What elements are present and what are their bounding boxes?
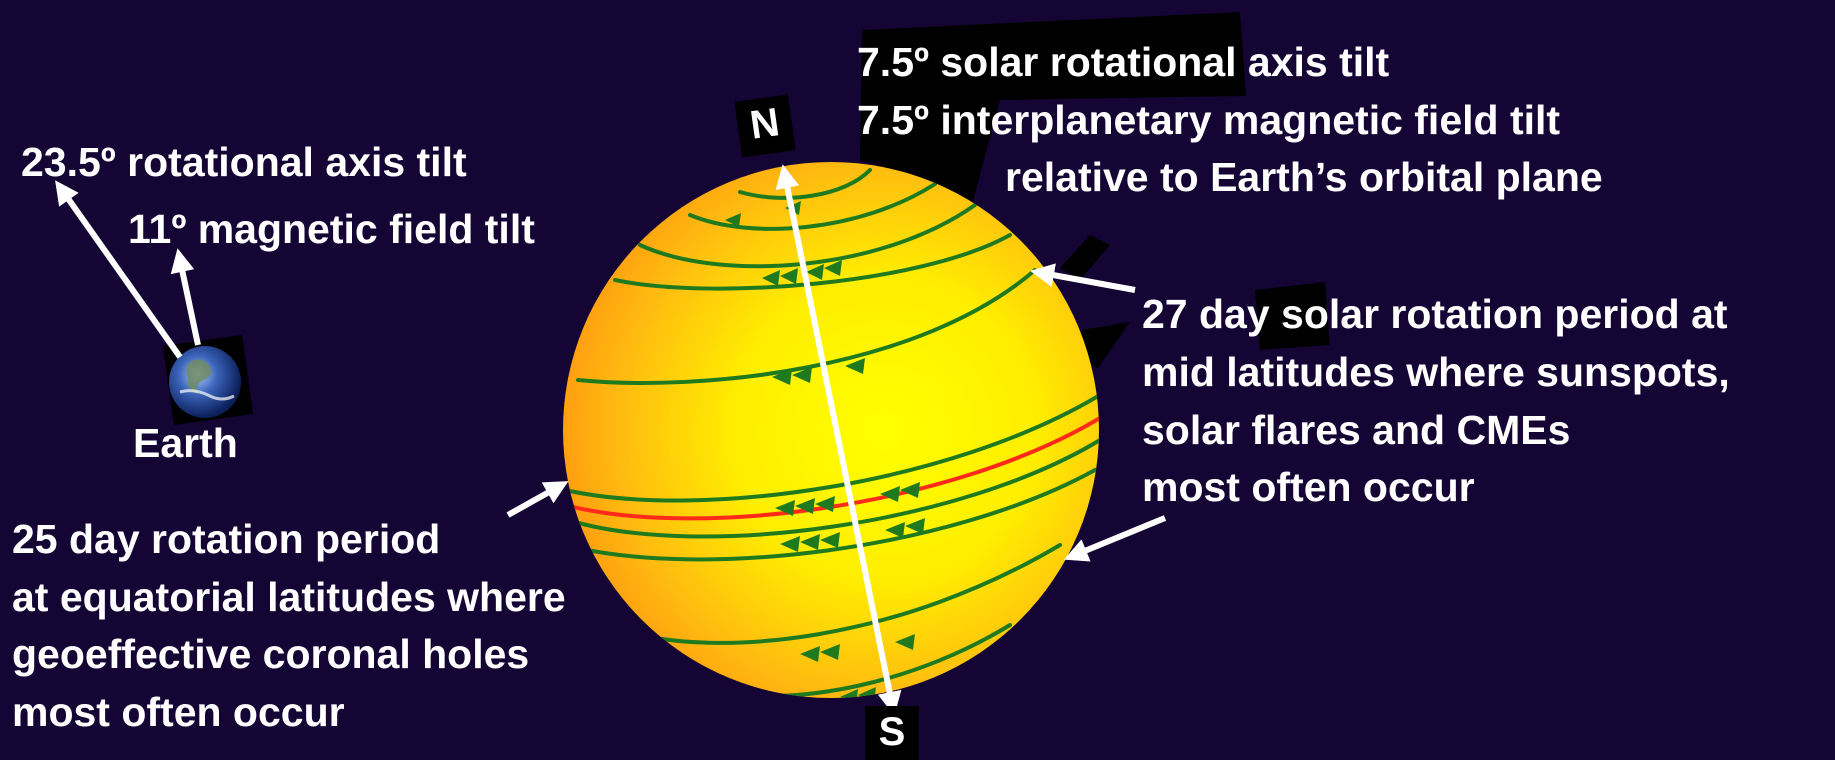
equatorial-note-line3: geoeffective coronal holes	[12, 631, 530, 677]
imf-tilt-relative-label: relative to Earth’s orbital plane	[1005, 154, 1603, 200]
equatorial-note-line2: at equatorial latitudes where	[12, 574, 566, 620]
midlat-label-backdrop	[1060, 235, 1110, 280]
midlat-callout-arrow-top	[1030, 263, 1136, 293]
equatorial-note-line1: 25 day rotation period	[12, 516, 441, 562]
midlat-callout-arrow-bottom	[1063, 515, 1167, 562]
earth-label: Earth	[133, 420, 238, 466]
earth-magnetic-axis-arrow	[170, 248, 201, 346]
imf-tilt-label: 7.5º interplanetary magnetic field tilt	[857, 97, 1561, 143]
solar-axis-tilt-label: 7.5º solar rotational axis tilt	[857, 39, 1390, 85]
earth-magnetic-tilt-label: 11º magnetic field tilt	[128, 206, 535, 252]
midlat-note-line2: mid latitudes where sunspots,	[1142, 349, 1730, 395]
midlat-note-line1: 27 day solar rotation period at	[1142, 291, 1728, 337]
earth-rotation-axis-arrow	[55, 180, 183, 359]
midlat-note-line3: solar flares and CMEs	[1142, 407, 1571, 453]
equatorial-note-line4: most often occur	[12, 689, 345, 735]
earth-axis-tilt-label: 23.5º rotational axis tilt	[21, 139, 467, 185]
north-pole-label: N	[734, 94, 796, 158]
solar-label-backdrop	[860, 12, 1246, 220]
earth-land	[186, 359, 212, 394]
south-pole-label: S	[865, 706, 919, 760]
solar-rotation-axis	[775, 164, 902, 716]
midlat-note-line4: most often occur	[1142, 464, 1475, 510]
earth-clouds	[179, 389, 235, 401]
midlat-label-backdrop-3	[1080, 322, 1130, 368]
sun-sphere	[563, 162, 1099, 698]
midlat-label-backdrop-2	[1255, 282, 1330, 350]
equatorial-callout-arrow	[506, 481, 569, 518]
